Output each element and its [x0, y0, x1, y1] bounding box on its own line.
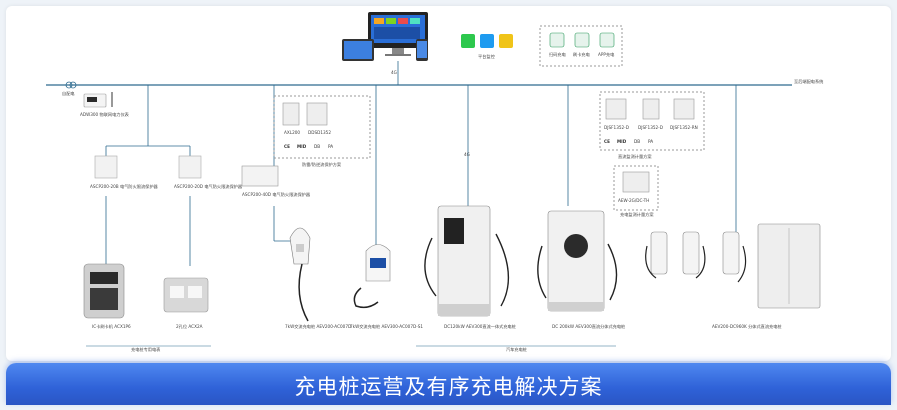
din-group-label: 防雷/防逆流保护方案: [302, 161, 342, 168]
din2-device: [306, 102, 328, 126]
card-label: IC卡刷卡机 ACX1P6: [92, 323, 131, 330]
app-charge-icon: [599, 32, 615, 48]
dc-4g-label: 4G: [464, 152, 470, 157]
cert-db: DB: [314, 144, 320, 149]
scan-charge-icon: [549, 32, 565, 48]
grid-left-label: 自配电: [62, 90, 75, 97]
meter-right-label-1: DJSF1352-D: [638, 125, 663, 130]
asce1-label: ASCP200-20B 电气防火限流保护器: [90, 183, 159, 190]
cert-mid: MID: [297, 144, 307, 149]
asce1-device: [94, 155, 118, 179]
meter-right-2: [673, 98, 695, 120]
din2-label: DDSD1352: [308, 130, 331, 135]
asce3-label: ASCP200-40D 电气防火限流保护器: [242, 191, 311, 198]
service-label-1: 刷卡充电: [573, 51, 591, 58]
dc1-label: DC120kW AEV300直流一体式充电桩: [444, 323, 516, 330]
banner-title: 充电桩运营及有序充电解决方案: [294, 375, 603, 399]
service-box: [539, 25, 623, 67]
cloud-label: 平台监控: [478, 53, 496, 60]
ac7-label: 7kW交流充电桩 AEV200-AC007D: [285, 323, 351, 330]
socket-device: [163, 277, 209, 313]
meter-right-label-0: DJSF1352-D: [604, 125, 629, 130]
din1-label: AXL200: [284, 130, 300, 135]
meter-small-device: [622, 171, 650, 193]
socket-label: 2孔位 ACX2A: [176, 323, 203, 330]
card-charge-icon: [574, 32, 590, 48]
wechat-icon: [461, 34, 475, 48]
cert-ce-2: CE: [604, 139, 610, 144]
asce2-device: [178, 155, 202, 179]
dc120-charger: [424, 205, 510, 317]
meter-small-label: 充电监测计量方案: [620, 211, 654, 218]
meter-small-name: AEW-2G/DC-TH: [618, 198, 649, 203]
cert-ce: CE: [284, 144, 290, 149]
ac7-charger: [289, 227, 311, 322]
asce3-device: [241, 165, 279, 187]
mid-label: 汽车充电桩: [506, 346, 527, 353]
diagram-panel: 自配电 至后端配电系统 4G 平台监控 扫码充电 刷卡充电 APP充电 ADW3…: [6, 6, 891, 361]
asce2-label: ASCP200-20D 电气防火限流保护器: [174, 183, 243, 190]
alipay-icon: [480, 34, 494, 48]
card-reader-device: [83, 263, 125, 319]
monitor-icon: [368, 12, 428, 56]
ac7b-label: 7kW交流充电桩 AEV300-AC007D-S1: [350, 323, 423, 330]
title-banner: 充电桩运营及有序充电解决方案: [6, 363, 891, 405]
right-meters-box: [599, 91, 705, 151]
transformer-icon: [65, 81, 73, 89]
phone-icon: [416, 39, 428, 61]
service-label-2: APP充电: [598, 51, 615, 58]
app-icon: [499, 34, 513, 48]
top-4g-label: 4G: [391, 70, 397, 75]
meter-small-box: [613, 165, 659, 211]
cert-pa: PA: [328, 144, 333, 149]
cert-db-2: DB: [634, 139, 640, 144]
split-chargers: [645, 223, 821, 309]
cert-pa-2: PA: [648, 139, 653, 144]
ac7b-charger: [353, 244, 391, 309]
meter-right-1: [642, 98, 660, 120]
din-group-box: [273, 95, 371, 159]
dc2-label: DC 200kW AEV300直流分体式充电桩: [552, 323, 625, 330]
main-meter-label: ADW300 物联网电力仪表: [80, 111, 130, 118]
main-meter-icon: [83, 92, 113, 108]
tablet-icon: [342, 39, 374, 61]
split-label: AEV200-DC960K 分体式直流充电桩: [712, 323, 782, 330]
grid-right-label: 至后端配电系统: [794, 78, 823, 85]
service-label-0: 扫码充电: [549, 51, 567, 58]
cert-mid-2: MID: [617, 139, 627, 144]
meter-right-0: [605, 98, 627, 120]
system-diagram: 自配电 至后端配电系统 4G 平台监控 扫码充电 刷卡充电 APP充电 ADW3…: [46, 12, 823, 353]
meter-right-label-2: DJSF1352-RN: [670, 125, 698, 130]
box-label: 充电桩专用电表: [131, 346, 161, 353]
dc200-charger: [537, 210, 618, 312]
din1-device: [282, 102, 300, 126]
right-meters-group-label: 直流监测计量方案: [618, 153, 652, 160]
